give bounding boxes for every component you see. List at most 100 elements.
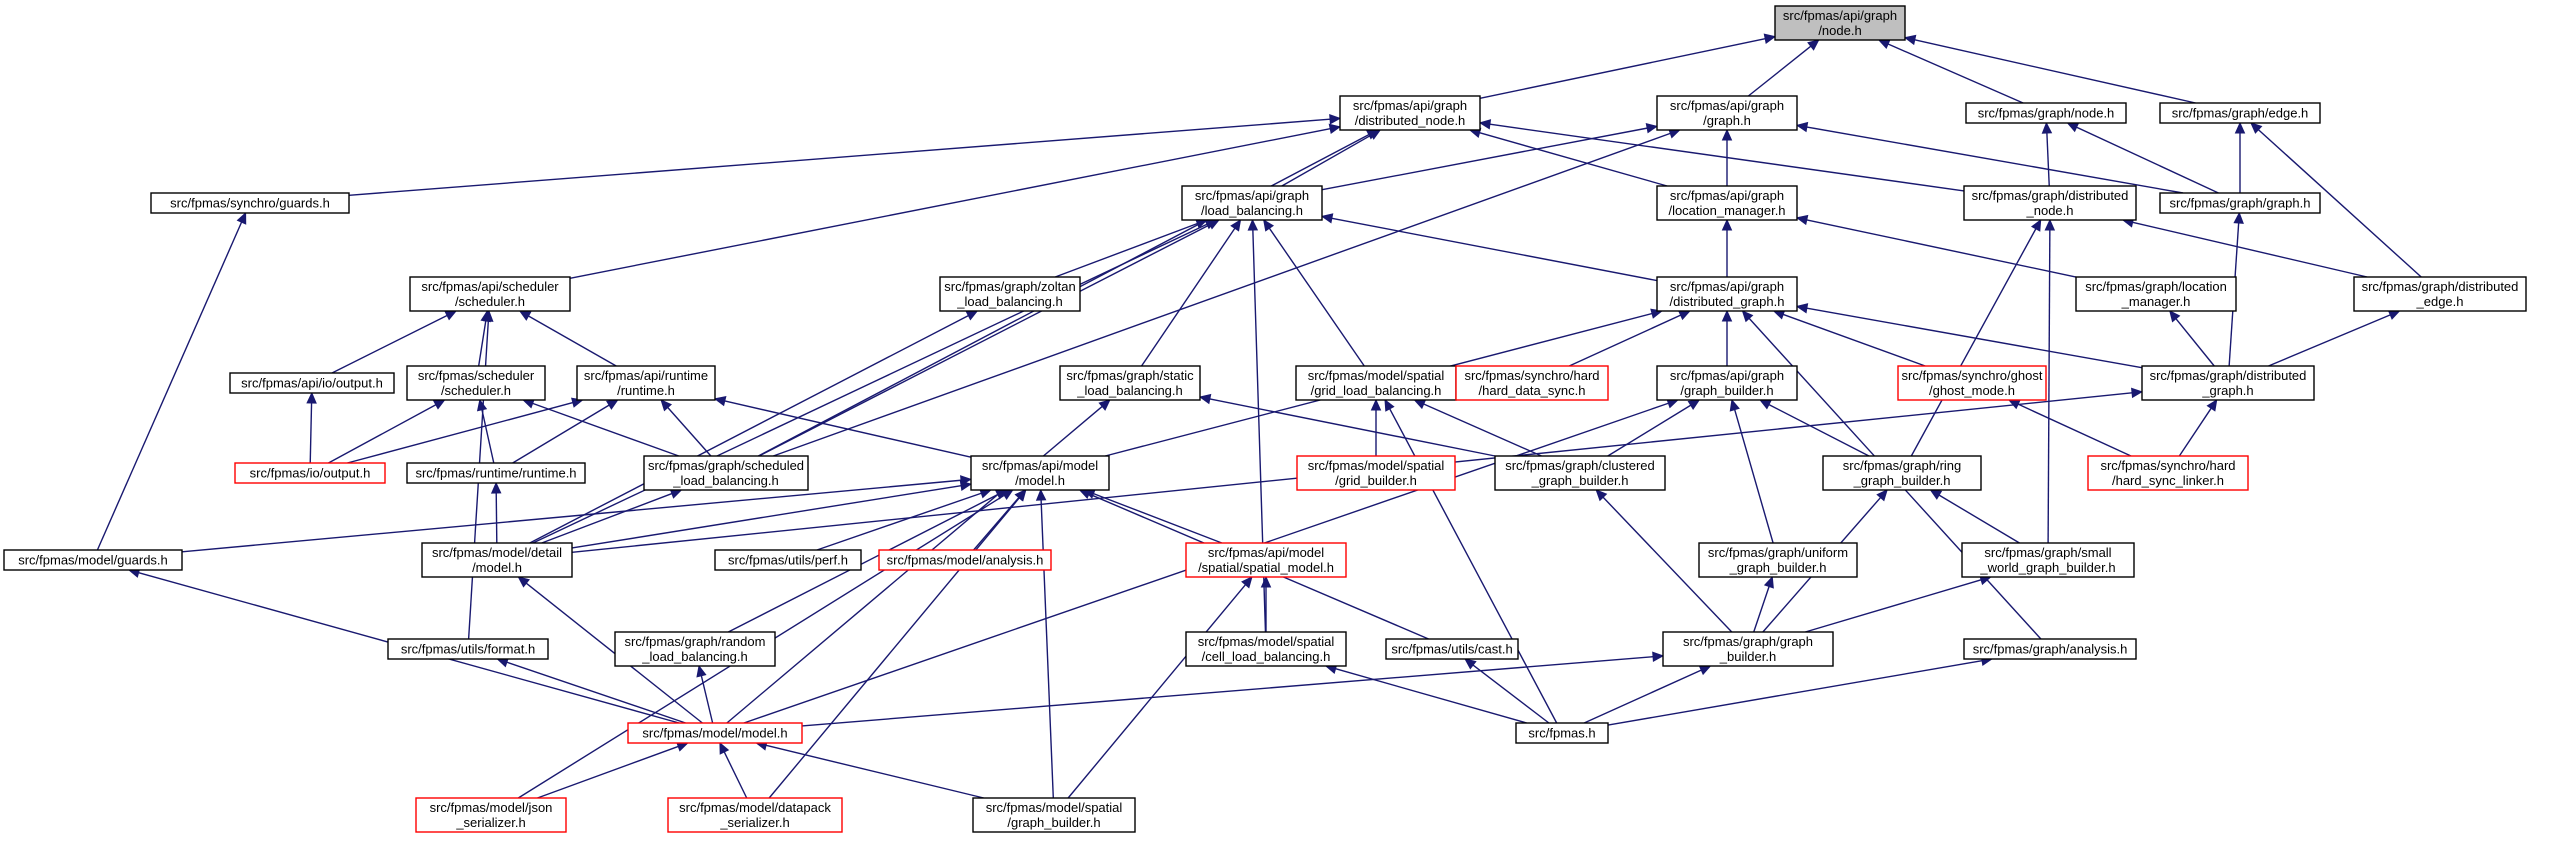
edge-line [181,479,962,553]
node-box [406,365,546,401]
edge-graph-graph-to-graph-edge [2234,121,2246,193]
node-graph-distributed-graph[interactable]: src/fpmas/graph/distributed_graph.h [2141,365,2315,401]
node-api-scheduler[interactable]: src/fpmas/api/scheduler/scheduler.h [409,276,571,312]
edge-runtime-runtime-to-scheduler-scheduler [476,398,495,464]
edge-synchro-guards-to-api-distributed-node [348,113,1342,197]
node-grid-builder[interactable]: src/fpmas/model/spatial/grid_builder.h [1296,455,1456,491]
node-scheduled-lb[interactable]: src/fpmas/graph/scheduled_load_balancing… [643,455,809,491]
edge-arrowhead [2387,310,2401,320]
edge-line [1887,43,2024,104]
node-synchro-guards[interactable]: src/fpmas/synchro/guards.h [150,192,350,214]
node-graph-graph-builder[interactable]: src/fpmas/graph/graph_builder.h [1662,631,1834,667]
edge-line [2268,314,2391,367]
edge-line [723,751,748,799]
node-io-output[interactable]: src/fpmas/io/output.h [234,462,386,484]
edge-line [1281,134,1372,187]
edge-arrowhead [1876,489,1888,502]
edge-line [801,656,1654,727]
edge-arrowhead [476,398,488,412]
node-runtime-runtime[interactable]: src/fpmas/runtime/runtime.h [406,462,586,484]
edge-arrowhead [1763,575,1774,589]
node-label: /location_manager.h [1668,203,1785,218]
node-small-world-builder[interactable]: src/fpmas/graph/small_world_graph_builde… [1961,542,2135,578]
node-hard-data-sync[interactable]: src/fpmas/synchro/hard/hard_data_sync.h [1455,365,1609,401]
node-root[interactable]: src/fpmas/api/graph/node.h [1774,5,1906,41]
node-api-io-output[interactable]: src/fpmas/api/io/output.h [229,372,395,394]
edge-uniform-builder-to-api-graph-builder [1729,398,1774,544]
edge-zoltan-lb-to-api-load-balancing [1054,218,1208,278]
edge-line [331,314,448,374]
node-cell-lb[interactable]: src/fpmas/model/spatial/cell_load_balanc… [1185,631,1347,667]
node-zoltan-lb[interactable]: src/fpmas/graph/zoltan_load_balancing.h [939,276,1081,312]
node-utils-cast[interactable]: src/fpmas/utils/cast.h [1385,638,1519,660]
node-static-lb[interactable]: src/fpmas/graph/static_load_balancing.h [1059,365,1201,401]
node-label: src/fpmas/graph/zoltan [944,279,1076,294]
node-random-lb[interactable]: src/fpmas/graph/random_load_balancing.h [614,631,776,667]
nodes-layer: src/fpmas/api/graph/node.h src/fpmas/api/… [3,5,2527,833]
edge-line [1910,228,2037,457]
node-graph-node[interactable]: src/fpmas/graph/node.h [1965,102,2127,124]
node-utils-perf[interactable]: src/fpmas/utils/perf.h [714,549,862,571]
edge-scheduled-lb-to-api-load-balancing [758,219,1220,457]
node-graph-analysis[interactable]: src/fpmas/graph/analysis.h [1963,638,2137,660]
edge-line [1583,669,1702,724]
node-box [421,542,573,578]
edge-line [1806,219,2077,278]
node-model-detail-model[interactable]: src/fpmas/model/detail/model.h [421,542,573,578]
edge-line [2132,221,2368,278]
node-clustered-builder[interactable]: src/fpmas/graph/clustered_graph_builder.… [1494,455,1666,491]
edge-api-graph-builder-to-api-distributed-graph [1721,309,1733,366]
edge-line [1568,314,1681,367]
node-hard-sync-linker[interactable]: src/fpmas/synchro/hard/hard_sync_linker.… [2087,455,2249,491]
node-label: _edge.h [2416,294,2464,309]
node-spatial-graph-builder[interactable]: src/fpmas/model/spatial/graph_builder.h [972,797,1136,833]
edge-line [1768,403,1870,457]
edge-line [309,402,313,464]
edge-graph-location-manager-to-api-location-manager [1795,214,2077,278]
node-api-location-manager[interactable]: src/fpmas/api/graph/location_manager.h [1656,185,1798,221]
node-graph-distributed-edge[interactable]: src/fpmas/graph/distributed_edge.h [2353,276,2527,312]
node-api-distributed-graph[interactable]: src/fpmas/api/graph/distributed_graph.h [1656,276,1798,312]
node-label: src/fpmas/utils/cast.h [1391,642,1512,657]
node-api-load-balancing[interactable]: src/fpmas/api/graph/load_balancing.h [1181,185,1323,221]
node-model-guards[interactable]: src/fpmas/model/guards.h [3,549,183,571]
edge-spatial-model-to-api-model [1083,488,1223,544]
edge-line [1209,398,1496,457]
edge-arrowhead [1795,214,1809,226]
node-label: src/fpmas/api/scheduler [421,279,559,294]
node-box [1295,365,1457,401]
node-json-serializer[interactable]: src/fpmas/model/json_serializer.h [415,797,567,833]
node-graph-location-manager[interactable]: src/fpmas/graph/location_manager.h [2075,276,2237,312]
edge-arrowhead [1929,489,1943,500]
node-model-model[interactable]: src/fpmas/model/model.h [627,722,803,744]
node-graph-graph[interactable]: src/fpmas/graph/graph.h [2159,192,2321,214]
node-fpmas[interactable]: src/fpmas.h [1515,722,1609,744]
edge-graph-graph-builder-to-uniform-builder [1753,575,1774,633]
node-label: /hard_sync_linker.h [2112,473,2224,488]
node-scheduler-scheduler[interactable]: src/fpmas/scheduler/scheduler.h [406,365,546,401]
edge-api-runtime-to-api-scheduler [518,310,617,367]
edge-line [724,400,972,458]
node-grid-lb[interactable]: src/fpmas/model/spatial/grid_load_balanc… [1295,365,1457,401]
node-box [627,722,803,744]
node-box [1822,455,1982,491]
node-api-distributed-node[interactable]: src/fpmas/api/graph/distributed_node.h [1339,95,1481,131]
node-box [878,549,1052,571]
node-model-analysis[interactable]: src/fpmas/model/analysis.h [878,549,1052,571]
node-graph-edge[interactable]: src/fpmas/graph/edge.h [2159,102,2321,124]
node-api-graph-builder[interactable]: src/fpmas/api/graph/graph_builder.h [1656,365,1798,401]
node-label: _load_balancing.h [672,473,779,488]
edge-line [2047,229,2051,544]
node-datapack-serializer[interactable]: src/fpmas/model/datapack_serializer.h [667,797,843,833]
edge-arrowhead [959,480,973,491]
node-graph-distributed-node[interactable]: src/fpmas/graph/distributed_node.h [1963,185,2137,221]
node-api-model[interactable]: src/fpmas/api/model/model.h [970,455,1110,491]
node-uniform-builder[interactable]: src/fpmas/graph/uniform_graph_builder.h [1698,542,1858,578]
node-api-graph[interactable]: src/fpmas/api/graph/graph.h [1656,95,1798,131]
node-api-runtime[interactable]: src/fpmas/api/runtime/runtime.h [576,365,716,401]
node-utils-format[interactable]: src/fpmas/utils/format.h [387,638,549,660]
node-ghost-mode[interactable]: src/fpmas/synchro/ghost/ghost_mode.h [1897,365,2047,401]
node-spatial-model[interactable]: src/fpmas/api/model/spatial/spatial_mode… [1185,542,1347,578]
edge-ring-builder-to-graph-distributed-node [1910,218,2042,457]
node-ring-builder[interactable]: src/fpmas/graph/ring_graph_builder.h [1822,455,1982,491]
